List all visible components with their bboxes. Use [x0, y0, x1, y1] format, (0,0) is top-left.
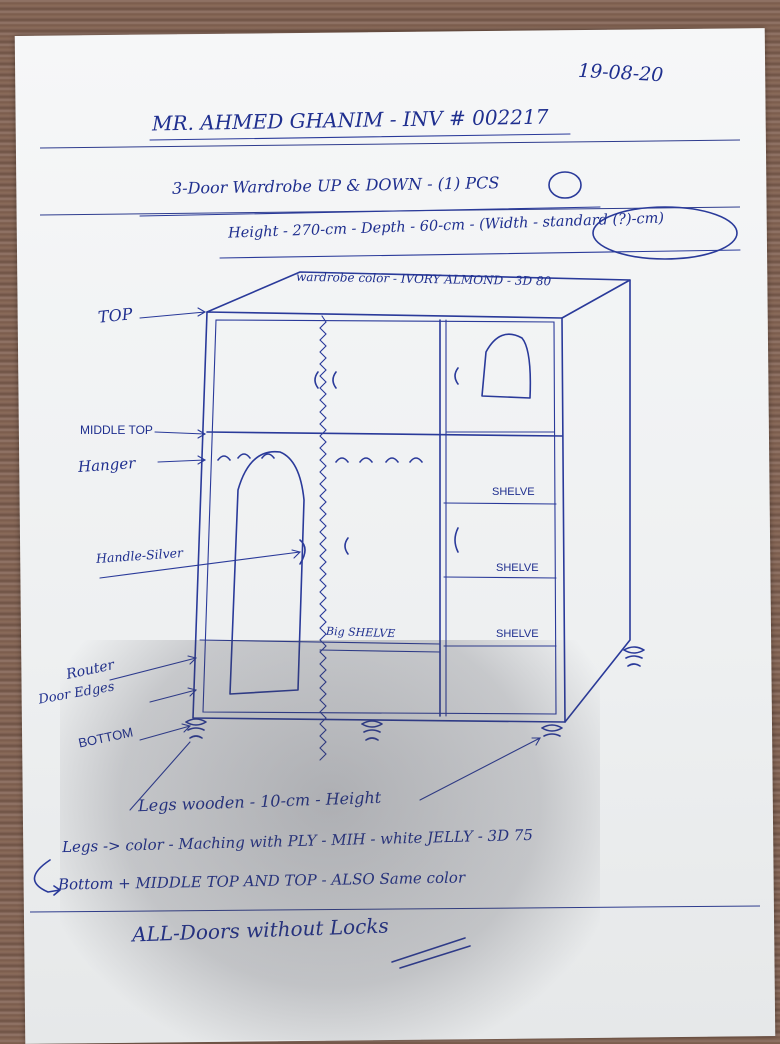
leg-front-middle [361, 720, 383, 741]
label-shelve-3: SHELVE [496, 628, 539, 640]
hanger-hooks [217, 453, 423, 463]
underline-customer [149, 133, 571, 141]
arrow-legs-right [419, 737, 541, 801]
upper-door-handles [314, 371, 337, 389]
shelf-line-2 [443, 576, 557, 579]
wardrobe-top-panel [206, 271, 631, 319]
arrow-middle-top [154, 429, 207, 439]
label-shelve-1: SHELVE [492, 486, 535, 498]
arch-window [481, 333, 532, 399]
arrow-top [139, 307, 207, 319]
big-shelf-line [199, 639, 441, 645]
arrow-door-edges [149, 687, 198, 703]
upper-right-handle [454, 367, 459, 385]
width-circle [592, 206, 738, 260]
label-top: TOP [97, 304, 134, 327]
middle-top-shelf [206, 431, 563, 437]
wardrobe-front-frame [192, 311, 566, 723]
leg-front-left [185, 718, 207, 739]
tall-door-panel [229, 450, 305, 695]
door-join-zigzag [319, 315, 327, 761]
wardrobe-side-panel [564, 279, 631, 723]
rule-line-3 [29, 905, 761, 913]
leg-back-right [623, 646, 645, 667]
arrow-hanger [157, 455, 207, 465]
label-shelve-2: SHELVE [496, 562, 539, 574]
date-text: 19-08-20 [577, 59, 664, 87]
arrows [33, 307, 541, 896]
underline-dimensions [219, 249, 741, 259]
rule-line-1 [39, 139, 741, 149]
wardrobe-inner-frame [202, 319, 557, 715]
underline-item [139, 206, 601, 217]
shelf-line-1 [443, 502, 557, 505]
arrow-router [109, 655, 198, 681]
legs [185, 646, 645, 741]
arrow-same-color [33, 859, 61, 896]
label-middle-top: MIDDLE TOP [80, 423, 153, 437]
label-big-shelve: Big SHELVE [325, 624, 396, 641]
arrow-legs-left [129, 741, 191, 811]
quantity-circle [548, 171, 582, 199]
handle-silver [299, 539, 306, 565]
arrow-bottom [139, 723, 192, 741]
right-door-handle [454, 527, 459, 553]
underline-locks [391, 937, 471, 969]
arrow-handle [99, 549, 302, 579]
leg-front-right [541, 724, 563, 737]
big-shelf-line-2 [319, 649, 441, 653]
lower-door-handle [344, 537, 349, 555]
